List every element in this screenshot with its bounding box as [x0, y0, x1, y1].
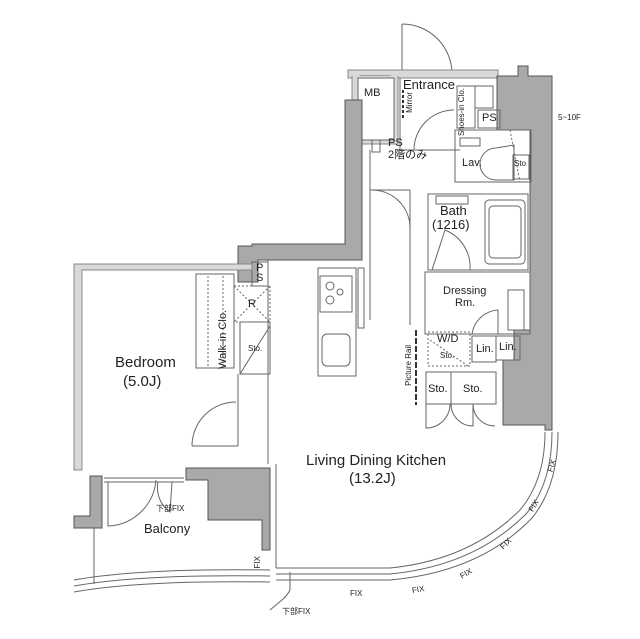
- label-picture-rail: Picture Rail: [404, 345, 413, 386]
- washer-dryer: [427, 331, 471, 367]
- label-bedroom-size: (5.0J): [123, 373, 162, 390]
- label-mb: MB: [364, 87, 381, 99]
- bathtub: [484, 199, 526, 265]
- label-fix-1: FIX: [350, 589, 363, 598]
- label-bath: Bath: [440, 203, 467, 218]
- label-ps-2f: PS: [388, 137, 403, 149]
- hall-door: [371, 189, 411, 229]
- label-lower-fix-balcony: 下部FIX: [156, 504, 185, 513]
- label-dressing: Dressing: [443, 285, 487, 297]
- label-kitchen-sto: Sto.: [248, 344, 263, 353]
- structural-wall-left: [237, 99, 363, 283]
- label-dressing-rm: Rm.: [455, 297, 476, 309]
- linen-2: [495, 335, 521, 361]
- label-mirror: Mirror: [405, 92, 414, 113]
- entrance-door: [401, 23, 453, 75]
- label-wd: W/D: [437, 333, 459, 345]
- column-center: [185, 467, 271, 551]
- label-sto-2: Sto.: [463, 383, 483, 395]
- label-lower-fix-bottom: 下部FIX: [282, 607, 311, 616]
- bedroom-walls: [73, 263, 253, 471]
- lav-room: [454, 129, 532, 183]
- stove: [319, 275, 353, 313]
- label-ps-kitchen-p: P: [256, 262, 264, 274]
- balcony-door: [107, 479, 157, 527]
- curved-window-wall: [276, 431, 546, 569]
- label-entrance: Entrance: [403, 77, 456, 92]
- bedroom-door: [191, 401, 237, 447]
- label-wd-sto: Sto.: [440, 351, 455, 360]
- label-lav: Lav.: [462, 157, 482, 169]
- label-ps-kitchen-s: S: [256, 272, 264, 284]
- label-lin-2: Lin.: [499, 341, 517, 353]
- label-ps-top: PS: [482, 112, 497, 124]
- label-bath-size: (1216): [432, 217, 470, 232]
- label-floors-note: 5~10F: [558, 113, 581, 122]
- label-lin-1: Lin.: [476, 343, 494, 355]
- ps-box-top: [477, 109, 501, 129]
- entrance-inner-door: [413, 109, 455, 151]
- label-balcony: Balcony: [144, 521, 191, 536]
- label-lav-sto: Sto: [514, 159, 527, 168]
- balcony-wall-left: [73, 475, 103, 529]
- walk-in-closet: [195, 273, 235, 369]
- label-ps-2f-note: 2階のみ: [388, 149, 428, 161]
- kitchen-counter: [317, 267, 357, 377]
- kitchen-sink: [321, 333, 351, 367]
- label-shoes-in-clo: Shoes-in Clo.: [457, 88, 466, 137]
- label-sto-1: Sto.: [428, 383, 448, 395]
- dressing-room: [424, 271, 531, 335]
- label-ldk-size: (13.2J): [349, 470, 396, 487]
- label-fix-0: FIX: [253, 556, 262, 569]
- bath-room: [427, 193, 529, 271]
- label-walk-in-clo: Walk-in Clo.: [217, 310, 229, 369]
- label-ldk: Living Dining Kitchen: [306, 452, 447, 469]
- label-bedroom: Bedroom: [115, 354, 176, 371]
- label-refrigerator: R: [248, 298, 256, 310]
- structural-column-right: [496, 65, 553, 431]
